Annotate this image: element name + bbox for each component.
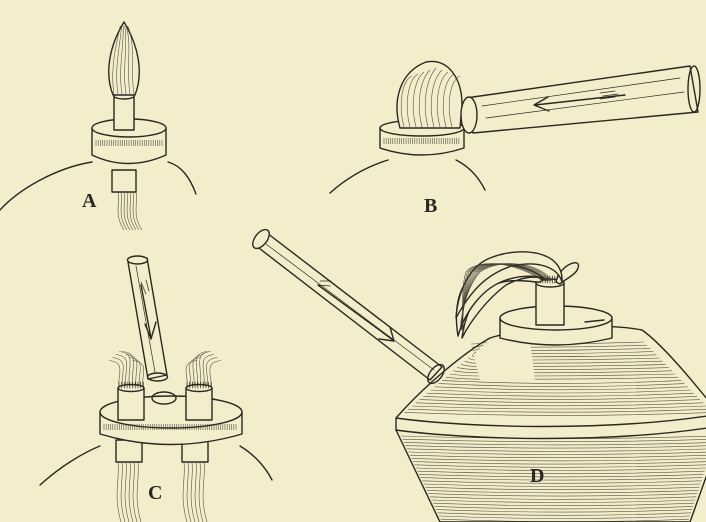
figure-a-lamp — [0, 22, 196, 230]
figure-label-a: A — [82, 190, 96, 213]
figure-b-lamp — [330, 61, 700, 193]
figure-d-vessel — [396, 326, 706, 522]
figure-label-c: C — [148, 482, 162, 505]
figure-d-lamp — [249, 227, 706, 522]
figure-a-flame — [109, 22, 140, 95]
figure-a-vessel — [0, 162, 196, 230]
figure-b-wick-tuft — [397, 61, 462, 128]
figure-label-b: B — [424, 195, 437, 218]
figure-a-wick-tube — [114, 93, 134, 130]
figure-c-vessel — [40, 440, 272, 522]
figure-label-d: D — [530, 465, 544, 488]
figure-b-vessel — [330, 160, 485, 193]
